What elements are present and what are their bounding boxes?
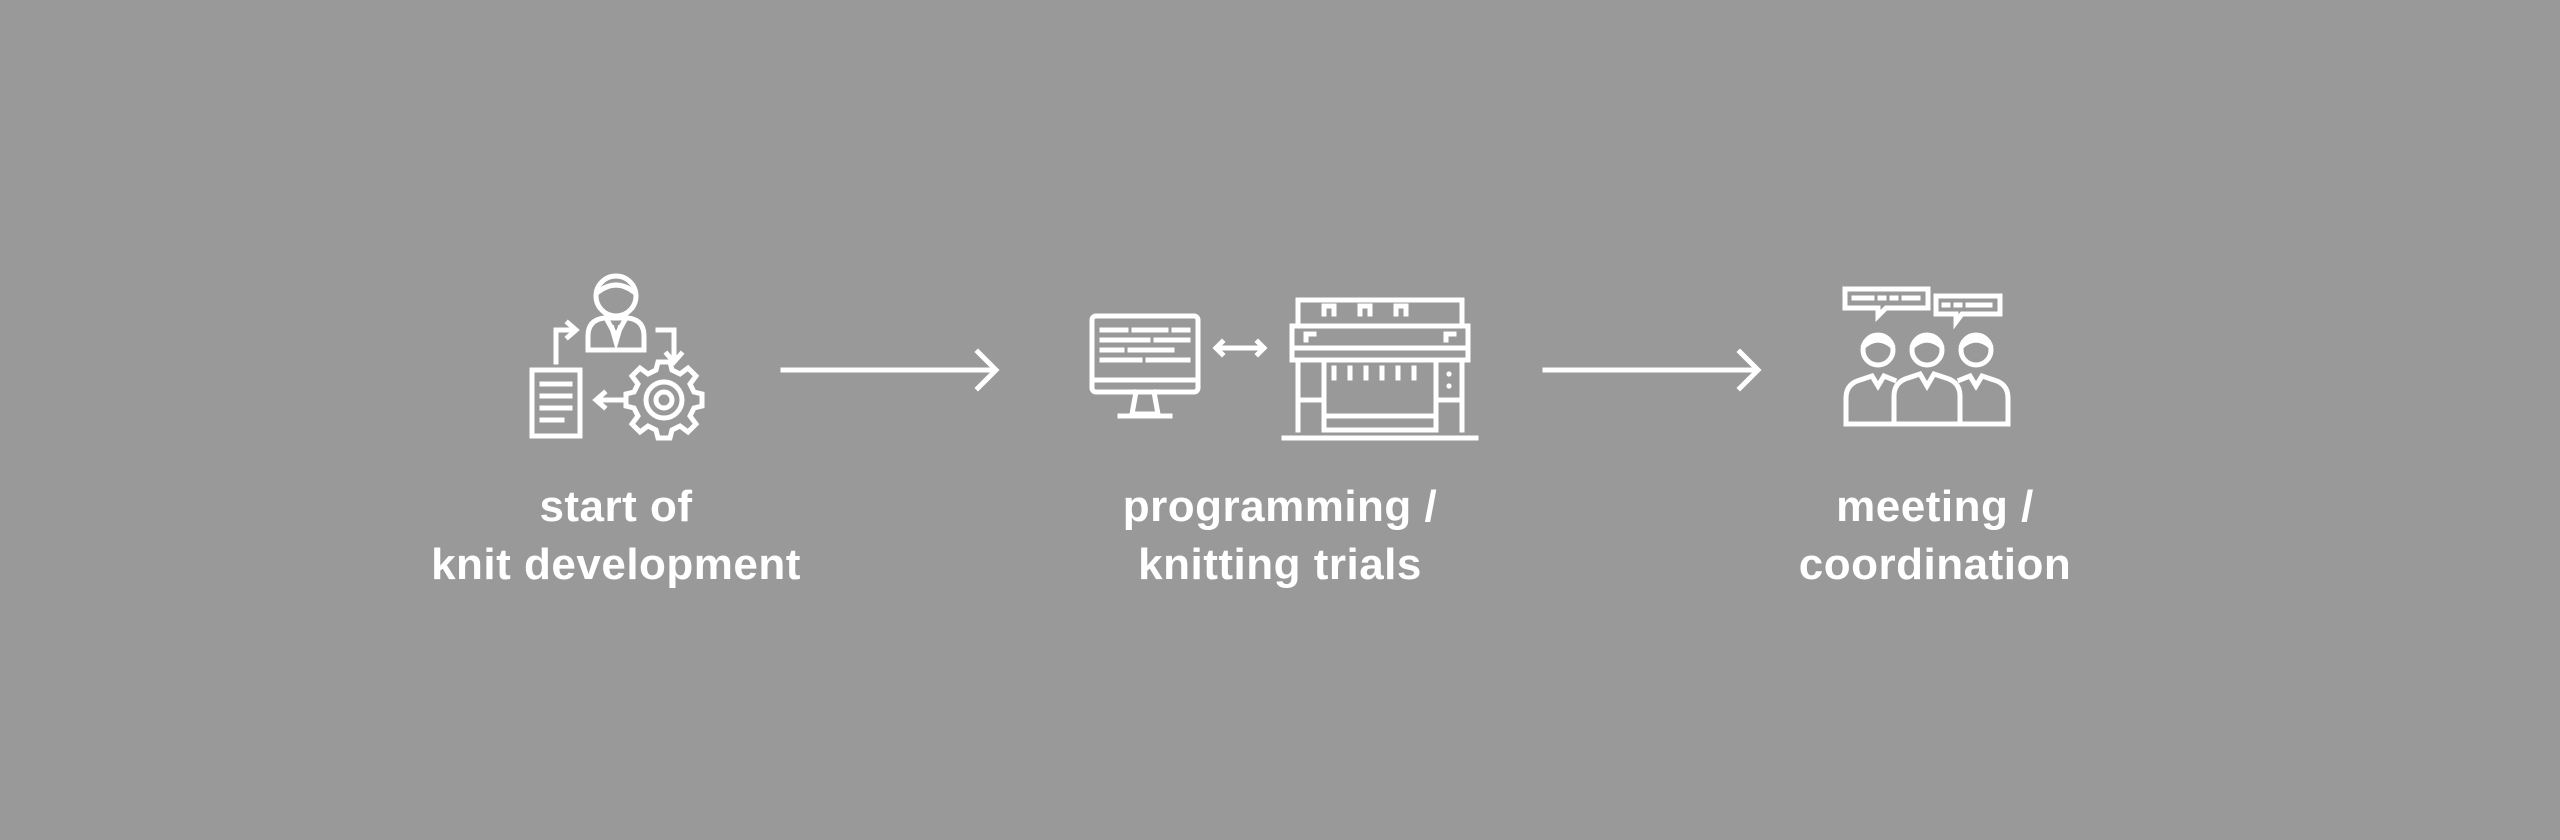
step-label-line-1: programming /: [1122, 482, 1438, 531]
step-label-line-1: start of: [539, 482, 693, 531]
step-label: meeting / coordination: [1585, 478, 2285, 594]
step-label-line-2: knit development: [431, 540, 801, 589]
step-label-line-1: meeting /: [1836, 482, 2034, 531]
step-label-line-2: knitting trials: [1138, 540, 1422, 589]
arrow-right-icon: [780, 340, 1004, 405]
computer-knitting-machine-icon: [1080, 292, 1480, 457]
developer-process-icon: [526, 270, 706, 455]
arrow-right-icon: [1542, 340, 1766, 405]
team-meeting-icon: [1840, 284, 2030, 439]
step-label: programming / knitting trials: [930, 478, 1630, 594]
step-label-line-2: coordination: [1798, 540, 2072, 589]
step-label: start of knit development: [266, 478, 966, 594]
